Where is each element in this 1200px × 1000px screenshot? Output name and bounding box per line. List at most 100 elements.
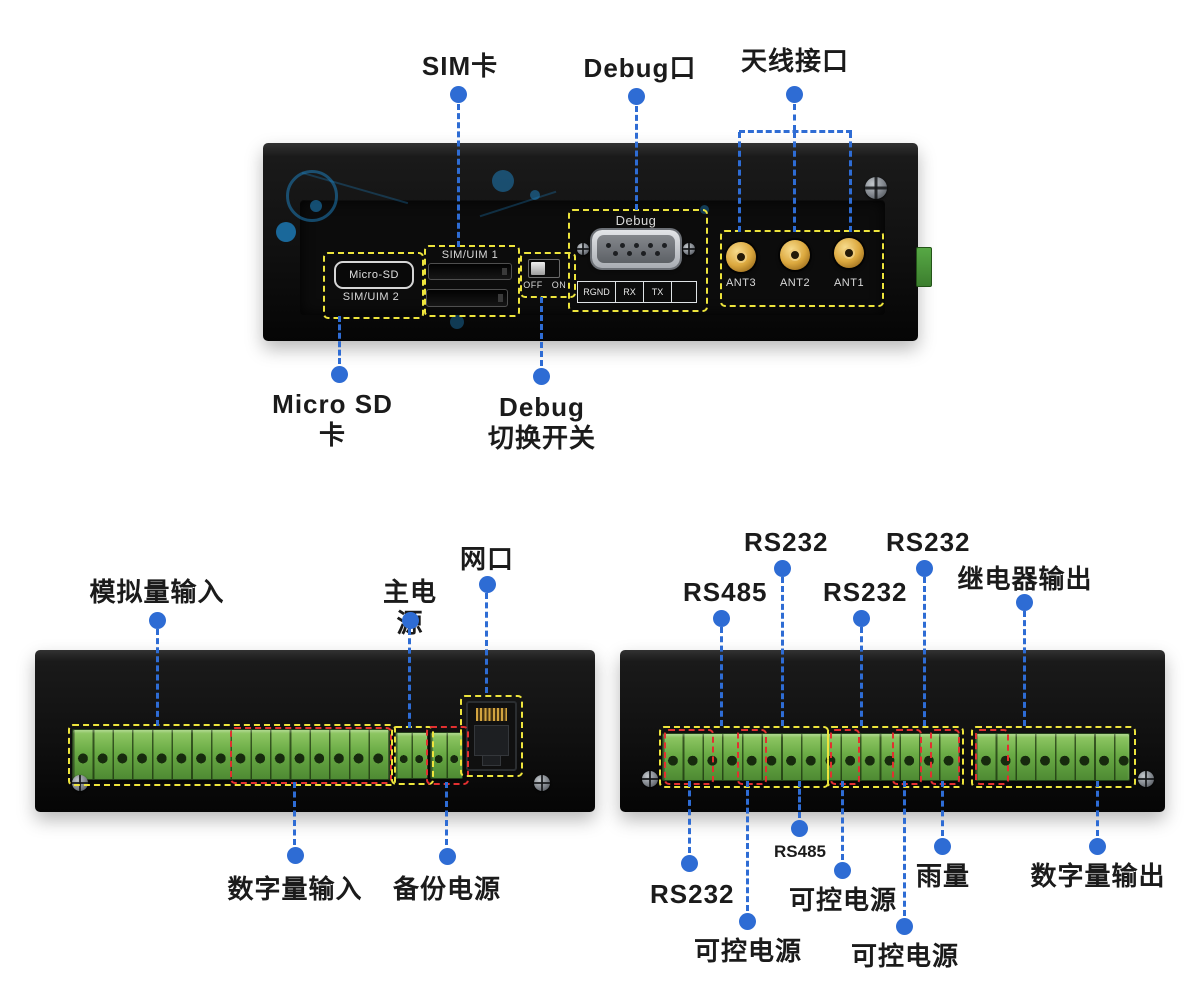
highlight-box-digital-input	[230, 727, 392, 784]
callout-label-rs232-top-1: RS232	[744, 527, 829, 557]
callout-dot-ctrl-power-1	[739, 913, 756, 930]
switch-off-label: OFF	[523, 280, 543, 290]
callout-label-rs232-top-2: RS232	[823, 577, 908, 607]
pin-cell-rx: RX	[616, 282, 644, 302]
callout-line-antenna-bracket	[739, 130, 852, 133]
callout-line-rs232-top-3	[923, 577, 926, 726]
panel-screw-left	[72, 775, 88, 791]
callout-line-analog-input	[156, 629, 159, 726]
callout-line-debug-switch	[540, 297, 543, 366]
db9-jack-screw-left	[577, 243, 589, 255]
db9-debug-connector	[592, 230, 680, 268]
sim-uim-1-label: SIM/UIM 1	[441, 249, 499, 261]
callout-line-antenna-stem	[793, 104, 796, 131]
callout-dot-ethernet	[479, 576, 496, 593]
device-bottom-right-panel	[620, 650, 1165, 812]
callout-dot-rs232-top-2	[853, 610, 870, 627]
callout-label-analog-input: 模拟量输入	[89, 577, 225, 607]
sim-tray-2	[426, 289, 508, 307]
highlight-box-ctrl-power-3	[892, 729, 922, 785]
callout-label-antenna: 天线接口	[741, 46, 850, 76]
callout-dot-digital-output	[1089, 838, 1106, 855]
callout-dot-rs485-bottom	[791, 820, 808, 837]
circuit-dot-decoration	[530, 190, 540, 200]
callout-dot-main-power	[402, 612, 419, 629]
callout-label-relay-output: 继电器输出	[957, 564, 1093, 594]
callout-label-debug-switch-line1: Debug	[499, 392, 585, 422]
callout-label-debug-port: Debug口	[583, 53, 697, 83]
highlight-box-sim-slots	[424, 245, 520, 317]
side-green-connector	[916, 247, 932, 287]
highlight-box-serial-group-2	[827, 726, 964, 788]
sma-connector-ant2	[780, 240, 810, 270]
debug-port-label: Debug	[615, 213, 657, 228]
panel-screw-right	[534, 775, 550, 791]
ethernet-rj45-port	[466, 701, 517, 771]
panel-screw-left	[642, 771, 658, 787]
callout-label-rs485-bottom: RS485	[774, 842, 826, 861]
highlight-box-debug-port	[568, 209, 708, 312]
highlight-box-rain-gauge	[930, 729, 960, 785]
ant1-label: ANT1	[833, 277, 865, 289]
callout-dot-micro-sd	[331, 366, 348, 383]
callout-dot-relay-output	[1016, 594, 1033, 611]
device-bottom-left-panel	[35, 650, 595, 812]
rj45-latch-slot	[482, 756, 501, 766]
circuit-dot-decoration	[276, 222, 296, 242]
callout-label-rs485-top: RS485	[683, 577, 768, 607]
sim-uim-2-label: SIM/UIM 2	[342, 291, 400, 303]
callout-dot-digital-input	[287, 847, 304, 864]
callout-dot-rs485-top	[713, 610, 730, 627]
callout-line-digital-input	[293, 782, 296, 845]
callout-dot-analog-input	[149, 612, 166, 629]
callout-label-rs232-top-3: RS232	[886, 527, 971, 557]
callout-line-rs232-bottom	[688, 781, 691, 853]
panel-screw-right	[1138, 771, 1154, 787]
callout-line-backup-power	[445, 782, 448, 845]
highlight-box-micro-sd	[323, 252, 424, 319]
callout-label-debug-switch: Debug 切换开关	[477, 392, 607, 454]
sim-tray-1	[428, 263, 512, 280]
callout-label-ctrl-power-2: 可控电源	[789, 885, 898, 915]
callout-dot-rs232-top-3	[916, 560, 933, 577]
callout-line-antenna-drop-3	[849, 132, 852, 232]
terminal-strip-relay-digital-out	[975, 733, 1130, 781]
callout-line-ethernet	[485, 593, 488, 693]
highlight-box-rs232-bottom	[664, 729, 714, 785]
circuit-dot-decoration	[450, 315, 464, 329]
highlight-box-relay-first	[975, 729, 1009, 785]
rj45-gold-pins	[476, 708, 507, 721]
callout-line-antenna-drop-2	[793, 132, 796, 232]
callout-line-digital-output	[1096, 781, 1099, 836]
highlight-box-ctrl-power-1	[737, 729, 767, 785]
circuit-ring-decoration	[286, 170, 338, 222]
chassis-screw-top-right	[865, 177, 887, 199]
callout-line-ctrl-power-1	[746, 781, 749, 911]
terminal-block-backup-power	[430, 732, 463, 779]
callout-line-rain-gauge	[941, 781, 944, 836]
callout-label-digital-input: 数字量输入	[227, 874, 363, 904]
highlight-box-analog-input	[68, 724, 396, 786]
callout-line-sim	[457, 104, 460, 247]
db9-jack-screw-right	[683, 243, 695, 255]
callout-line-ctrl-power-3	[903, 781, 906, 916]
micro-sd-slot: Micro-SD	[334, 261, 414, 289]
callout-label-rain-gauge: 雨量	[915, 861, 970, 891]
callout-label-debug-switch-line2: 切换开关	[487, 423, 596, 454]
callout-line-main-power	[408, 629, 411, 728]
callout-label-sim-card: SIM卡	[421, 51, 499, 81]
pin-cell-tx: TX	[644, 282, 672, 302]
callout-line-debug-port	[635, 106, 638, 210]
pin-cell-rgnd: RGND	[578, 282, 616, 302]
highlight-box-main-power	[391, 726, 434, 785]
callout-line-ctrl-power-2	[841, 781, 844, 860]
callout-label-backup-power: 备份电源	[393, 874, 502, 904]
highlight-box-ctrl-power-2	[830, 729, 860, 785]
callout-line-rs232-top-2	[860, 627, 863, 726]
callout-dot-ctrl-power-2	[834, 862, 851, 879]
callout-label-ctrl-power-1: 可控电源	[694, 936, 803, 966]
device-top-panel: Micro-SD SIM/UIM 2 SIM/UIM 1 OFF ON Debu…	[263, 143, 932, 341]
rj45-cavity	[474, 725, 509, 756]
callout-dot-sim	[450, 86, 467, 103]
